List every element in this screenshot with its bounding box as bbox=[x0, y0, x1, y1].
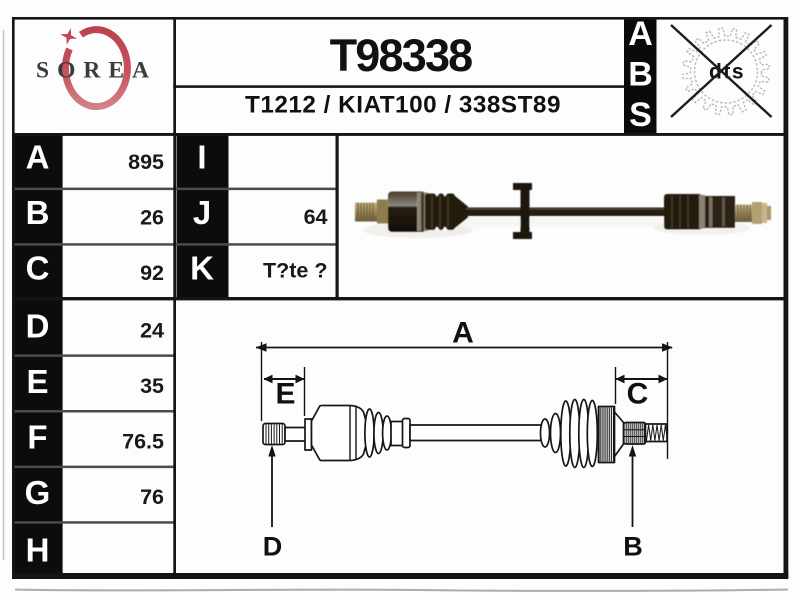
svg-text:G: G bbox=[25, 474, 51, 511]
svg-text:E: E bbox=[275, 378, 295, 411]
svg-text:B: B bbox=[26, 194, 50, 231]
svg-text:64: 64 bbox=[304, 205, 328, 229]
svg-text:T98338: T98338 bbox=[330, 30, 473, 81]
svg-text:T1212 / KIAT100 / 338ST89: T1212 / KIAT100 / 338ST89 bbox=[245, 92, 561, 119]
svg-text:35: 35 bbox=[140, 374, 164, 398]
svg-text:SOREA: SOREA bbox=[36, 58, 157, 84]
svg-text:76.5: 76.5 bbox=[122, 430, 164, 454]
svg-text:B: B bbox=[628, 56, 653, 94]
svg-text:K: K bbox=[190, 250, 214, 287]
svg-text:H: H bbox=[26, 532, 50, 569]
svg-text:24: 24 bbox=[140, 318, 164, 342]
svg-text:76: 76 bbox=[140, 485, 164, 509]
svg-text:A: A bbox=[26, 139, 50, 176]
svg-text:T?te ?: T?te ? bbox=[263, 259, 328, 283]
svg-text:92: 92 bbox=[140, 261, 164, 285]
svg-text:A: A bbox=[452, 317, 474, 350]
svg-text:F: F bbox=[27, 419, 47, 456]
svg-text:C: C bbox=[26, 250, 50, 287]
svg-text:26: 26 bbox=[140, 206, 164, 230]
svg-text:B: B bbox=[623, 532, 643, 562]
svg-text:S: S bbox=[629, 96, 652, 134]
svg-text:A: A bbox=[628, 15, 653, 53]
svg-text:D: D bbox=[26, 307, 50, 344]
svg-text:I: I bbox=[197, 139, 206, 176]
svg-text:J: J bbox=[193, 194, 211, 231]
svg-text:E: E bbox=[26, 363, 48, 400]
svg-text:895: 895 bbox=[128, 150, 164, 174]
svg-text:D: D bbox=[263, 532, 283, 562]
svg-text:C: C bbox=[627, 378, 649, 411]
